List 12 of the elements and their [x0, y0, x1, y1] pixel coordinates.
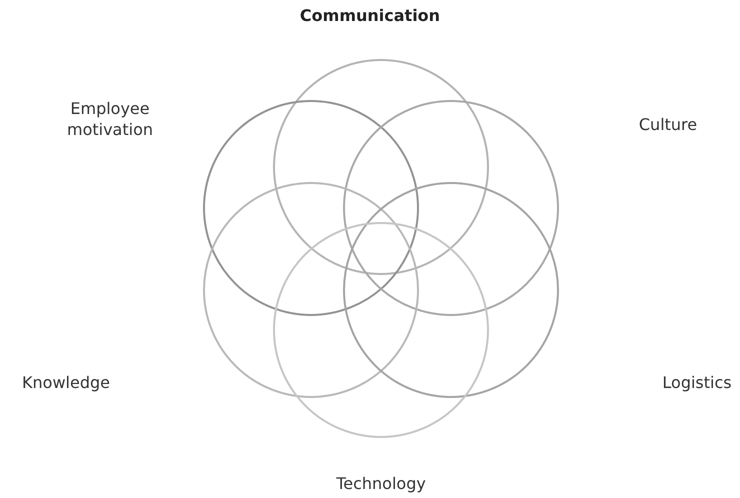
category-label: Employee motivation: [66, 98, 154, 140]
circle: [343, 100, 559, 316]
circle: [343, 182, 559, 398]
diagram-title: Communication: [300, 6, 440, 25]
category-label: Logistics: [661, 372, 733, 393]
category-label: Culture: [638, 114, 698, 135]
circle: [273, 59, 489, 275]
category-label: Knowledge: [21, 372, 111, 393]
circle: [203, 100, 419, 316]
circle: [273, 222, 489, 438]
category-label: Technology: [335, 473, 427, 494]
circle: [203, 182, 419, 398]
